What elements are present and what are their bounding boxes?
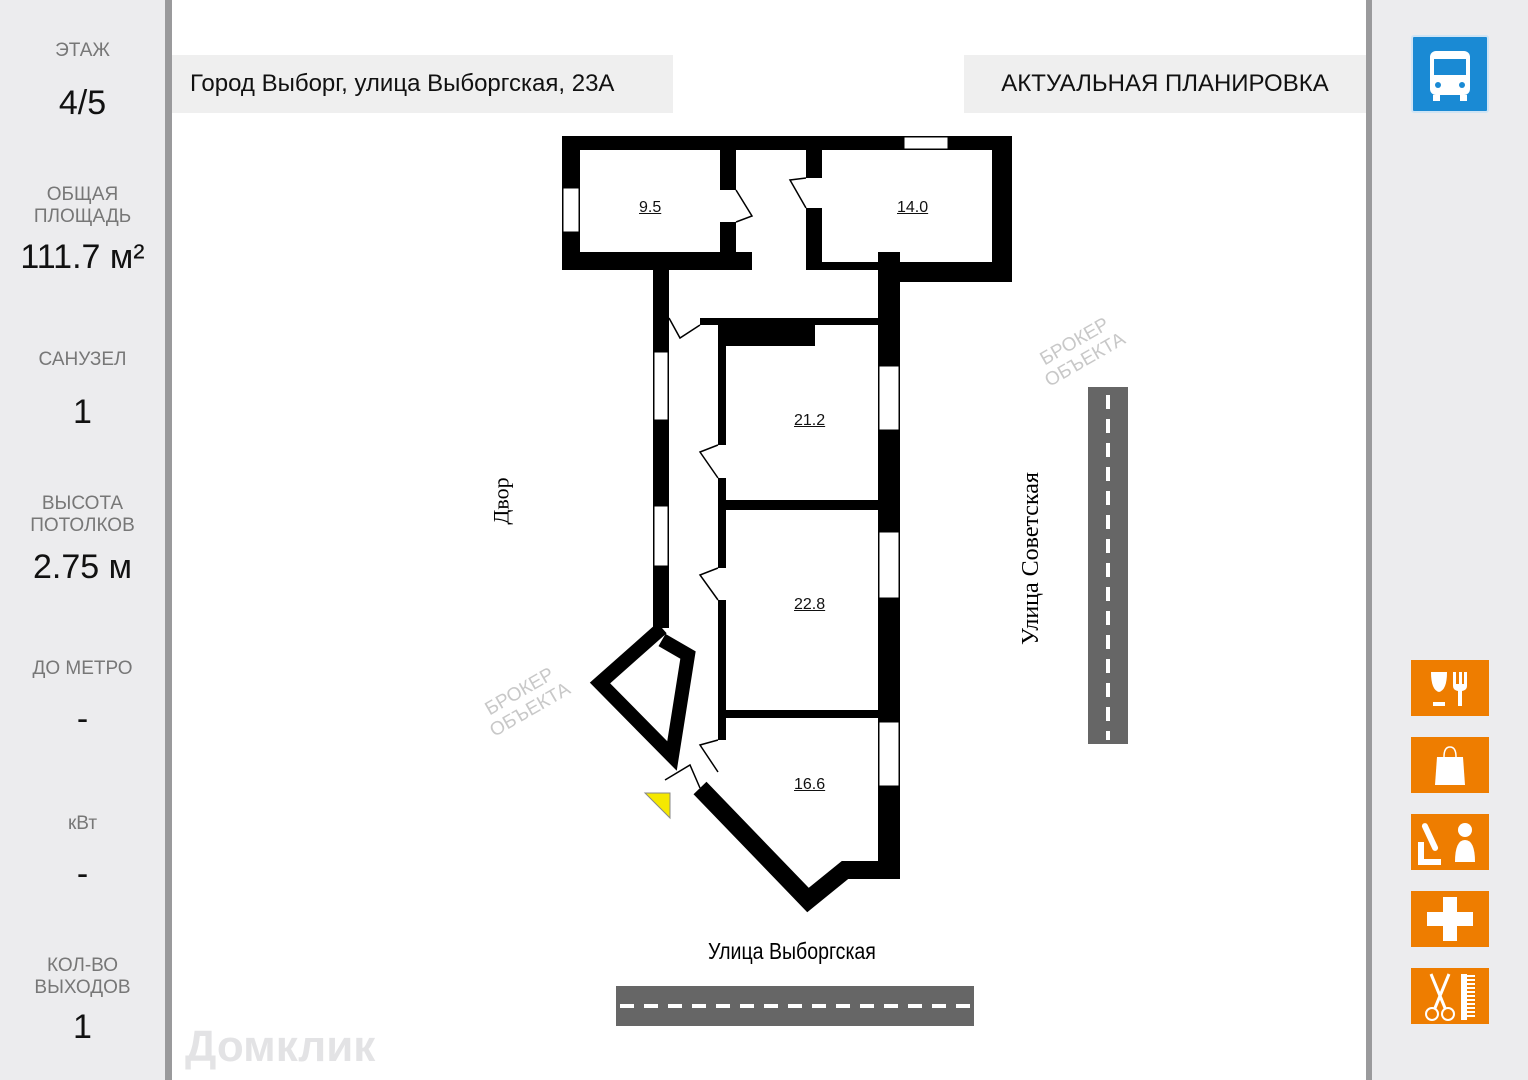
room-area: 9.5 [639, 199, 662, 216]
room-area: 14.0 [897, 199, 929, 216]
stat-value-bathroom: 1 [73, 393, 92, 431]
stat-label-floor: ЭТАЖ [55, 40, 110, 61]
address-label: Город Выборг, улица Выборгская, 23А [172, 55, 673, 113]
stat-label-area: ОБЩАЯ ПЛОЩАДЬ [33, 184, 132, 227]
stat-label-kw: кВт [67, 813, 98, 834]
stat-value-metro: - [76, 700, 89, 738]
room-area: 16.6 [794, 776, 826, 793]
stat-value-ceiling: 2.75 м [33, 548, 132, 586]
room-area: 21.2 [794, 412, 826, 429]
stat-value-area: 111.7 м² [20, 238, 145, 276]
domclick-watermark: Домклик [185, 1022, 376, 1071]
bus-icon[interactable] [1411, 35, 1489, 113]
yard-label: Двор [488, 477, 514, 525]
room-area: 22.8 [794, 596, 826, 613]
stat-value-floor: 4/5 [58, 84, 107, 122]
medical-icon[interactable] [1411, 891, 1489, 947]
stat-label-metro: ДО МЕТРО [32, 658, 133, 679]
stat-label-ceiling: ВЫСОТА ПОТОЛКОВ [30, 493, 135, 536]
street-label-bottom: Улица Выборгская [708, 938, 876, 964]
stat-label-exits: КОЛ-ВО ВЫХОДОВ [34, 955, 131, 998]
stat-value-kw: - [76, 855, 89, 893]
page-title: АКТУАЛЬНАЯ ПЛАНИРОВКА [964, 55, 1366, 113]
restaurant-icon[interactable] [1411, 660, 1489, 716]
stat-value-exits: 1 [73, 1008, 92, 1046]
divider [1366, 0, 1372, 1080]
left-sidebar [0, 0, 165, 1080]
street-label-right: Улица Советская [1017, 472, 1044, 645]
barber-icon[interactable] [1411, 968, 1489, 1024]
education-icon[interactable] [1411, 814, 1489, 870]
stat-label-bathroom: САНУЗЕЛ [38, 349, 127, 370]
shopping-icon[interactable] [1411, 737, 1489, 793]
divider [165, 0, 172, 1080]
